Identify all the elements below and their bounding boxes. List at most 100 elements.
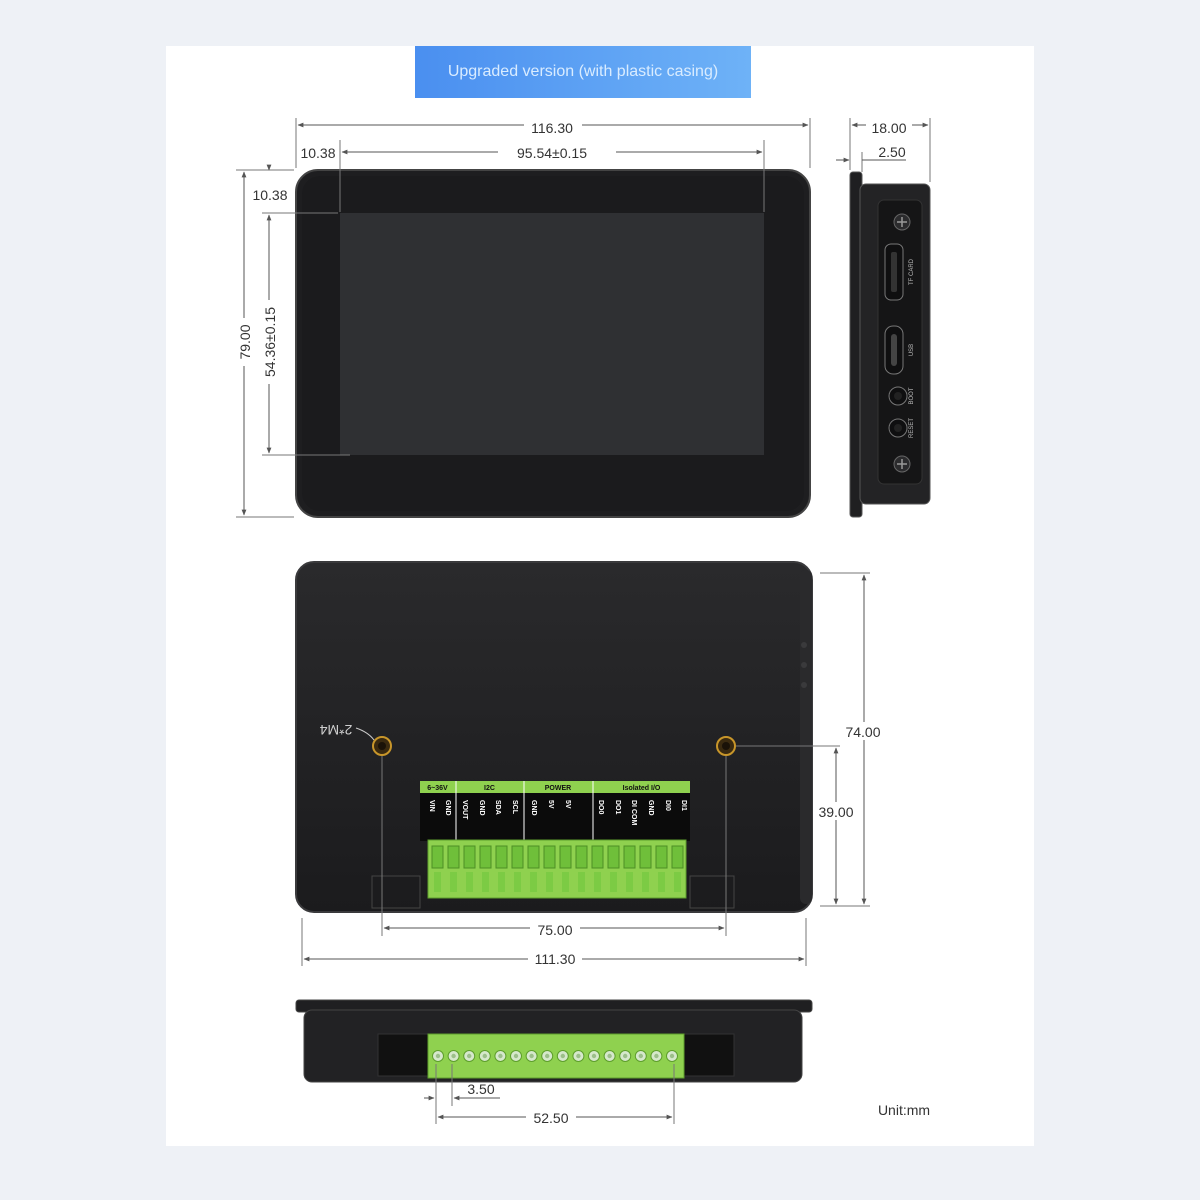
terminal-group-label: I2C — [484, 785, 495, 792]
reset-button-icon — [888, 418, 908, 438]
tf-card-slot-icon — [884, 243, 904, 301]
front-view: 116.30 95.54±0.15 10.38 79.00 54.36±0.15… — [236, 116, 811, 518]
terminal-ridge — [466, 872, 473, 892]
terminal-ridge — [610, 872, 617, 892]
terminal-screw-center — [638, 1053, 643, 1059]
side-view: TF CARD USB BOOT RESET 18.00 2.50 — [836, 116, 931, 518]
terminal-screw-center — [467, 1053, 472, 1059]
terminal-slot — [655, 845, 668, 869]
terminal-slot — [527, 845, 540, 869]
terminal-pin-label: DO1 — [614, 800, 621, 815]
terminal-pin-label: VOUT — [461, 800, 468, 820]
terminal-screw-center — [513, 1053, 519, 1059]
terminal-screw-center — [451, 1053, 456, 1059]
terminal-pin-label: SDA — [494, 800, 501, 815]
terminal-slot — [639, 845, 652, 869]
terminal-slot — [559, 845, 572, 869]
terminal-slot — [543, 845, 556, 869]
terminal-screw-center — [435, 1053, 441, 1059]
mount-hole-icon — [716, 736, 736, 756]
screw-icon — [893, 213, 911, 231]
terminal-pin-label: DO0 — [597, 800, 604, 815]
port-label-usb: USB — [909, 344, 915, 356]
unit-label: Unit:mm — [878, 1102, 930, 1118]
terminal-pin-label: GND — [647, 800, 654, 816]
terminal-ridge — [578, 872, 585, 892]
terminal-slot — [447, 845, 460, 869]
terminal-slot — [495, 845, 508, 869]
terminal-pin-label: GND — [530, 800, 537, 816]
terminal-ridge — [482, 872, 489, 892]
terminal-pin-label: DI1 — [680, 800, 687, 811]
overall-width-label: 116.30 — [531, 120, 573, 136]
terminal-pin-label: 5V — [564, 800, 571, 809]
terminal-ridge — [498, 872, 505, 892]
terminal-pin-label: SCL — [511, 800, 518, 815]
terminal-screw-center — [607, 1053, 612, 1059]
terminal-pin-label: DI COM — [630, 800, 637, 825]
terminal-screw-center — [545, 1053, 550, 1059]
terminal-slot — [607, 845, 620, 869]
terminal-ridge — [674, 872, 681, 892]
bezel-top-label: 10.38 — [252, 187, 287, 203]
back-width-label: 111.30 — [535, 951, 576, 967]
hole-height-label: 39.00 — [818, 804, 853, 820]
mount-label: 2*M4 — [319, 722, 352, 738]
terminal-slot — [431, 845, 444, 869]
port-label-reset: RESET — [909, 418, 915, 438]
terminal-screw-center — [654, 1053, 659, 1059]
port-label-boot: BOOT — [909, 387, 915, 404]
terminal-screw-center — [623, 1053, 628, 1059]
terminal-group-label: 6~36V — [427, 785, 448, 792]
terminal-pin-area — [420, 793, 690, 841]
screen-width-label: 95.54±0.15 — [517, 145, 587, 161]
bezel-left-label: 10.38 — [300, 145, 335, 161]
terminal-pin-label: GND — [478, 800, 485, 816]
bottom-view: 3.50 52.50 Unit:mm — [295, 999, 930, 1126]
terminal-pin-label: 5V — [547, 800, 554, 809]
pitch-label: 3.50 — [467, 1081, 494, 1097]
terminal-slot — [511, 845, 524, 869]
terminal-ridge — [434, 872, 441, 892]
terminal-slot — [623, 845, 636, 869]
terminal-screw-center — [576, 1053, 581, 1059]
terminal-ridge — [658, 872, 665, 892]
title-banner: Upgraded version (with plastic casing) — [415, 46, 751, 98]
front-screen — [340, 213, 764, 455]
terminal-pin-label: DI0 — [664, 800, 671, 811]
terminal-ridge — [562, 872, 569, 892]
terminal-slot — [671, 845, 684, 869]
terminal-ridge — [450, 872, 457, 892]
hole-spacing-label: 75.00 — [537, 922, 572, 938]
usb-c-port-icon — [884, 325, 904, 375]
terminal-ridge — [642, 872, 649, 892]
banner-title: Upgraded version (with plastic casing) — [447, 63, 719, 80]
terminal-screw-center — [498, 1053, 503, 1059]
screen-height-label: 54.36±0.15 — [262, 307, 278, 377]
block-width-label: 52.50 — [533, 1110, 568, 1126]
terminal-screw-center — [591, 1053, 597, 1059]
terminal-header — [420, 781, 690, 793]
back-height-label: 74.00 — [845, 724, 880, 740]
terminal-pin-label: GND — [444, 800, 451, 816]
overall-height-label: 79.00 — [237, 324, 253, 359]
screw-icon — [893, 455, 911, 473]
terminal-ridge — [514, 872, 521, 892]
terminal-screw-center — [482, 1053, 487, 1059]
terminal-screw-center — [529, 1053, 534, 1059]
terminal-slot — [591, 845, 604, 869]
boot-button-icon — [888, 386, 908, 406]
terminal-screw-center — [560, 1053, 565, 1059]
depth-label: 18.00 — [871, 120, 906, 136]
front-offset-label: 2.50 — [878, 144, 905, 160]
terminal-slot — [463, 845, 476, 869]
terminal-ridge — [546, 872, 553, 892]
mount-hole-icon — [372, 736, 392, 756]
terminal-group-label: Isolated I/O — [623, 785, 661, 792]
terminal-ridge — [530, 872, 537, 892]
port-label-tf: TF CARD — [909, 258, 915, 285]
terminal-group-label: POWER — [545, 785, 571, 792]
terminal-slot — [575, 845, 588, 869]
